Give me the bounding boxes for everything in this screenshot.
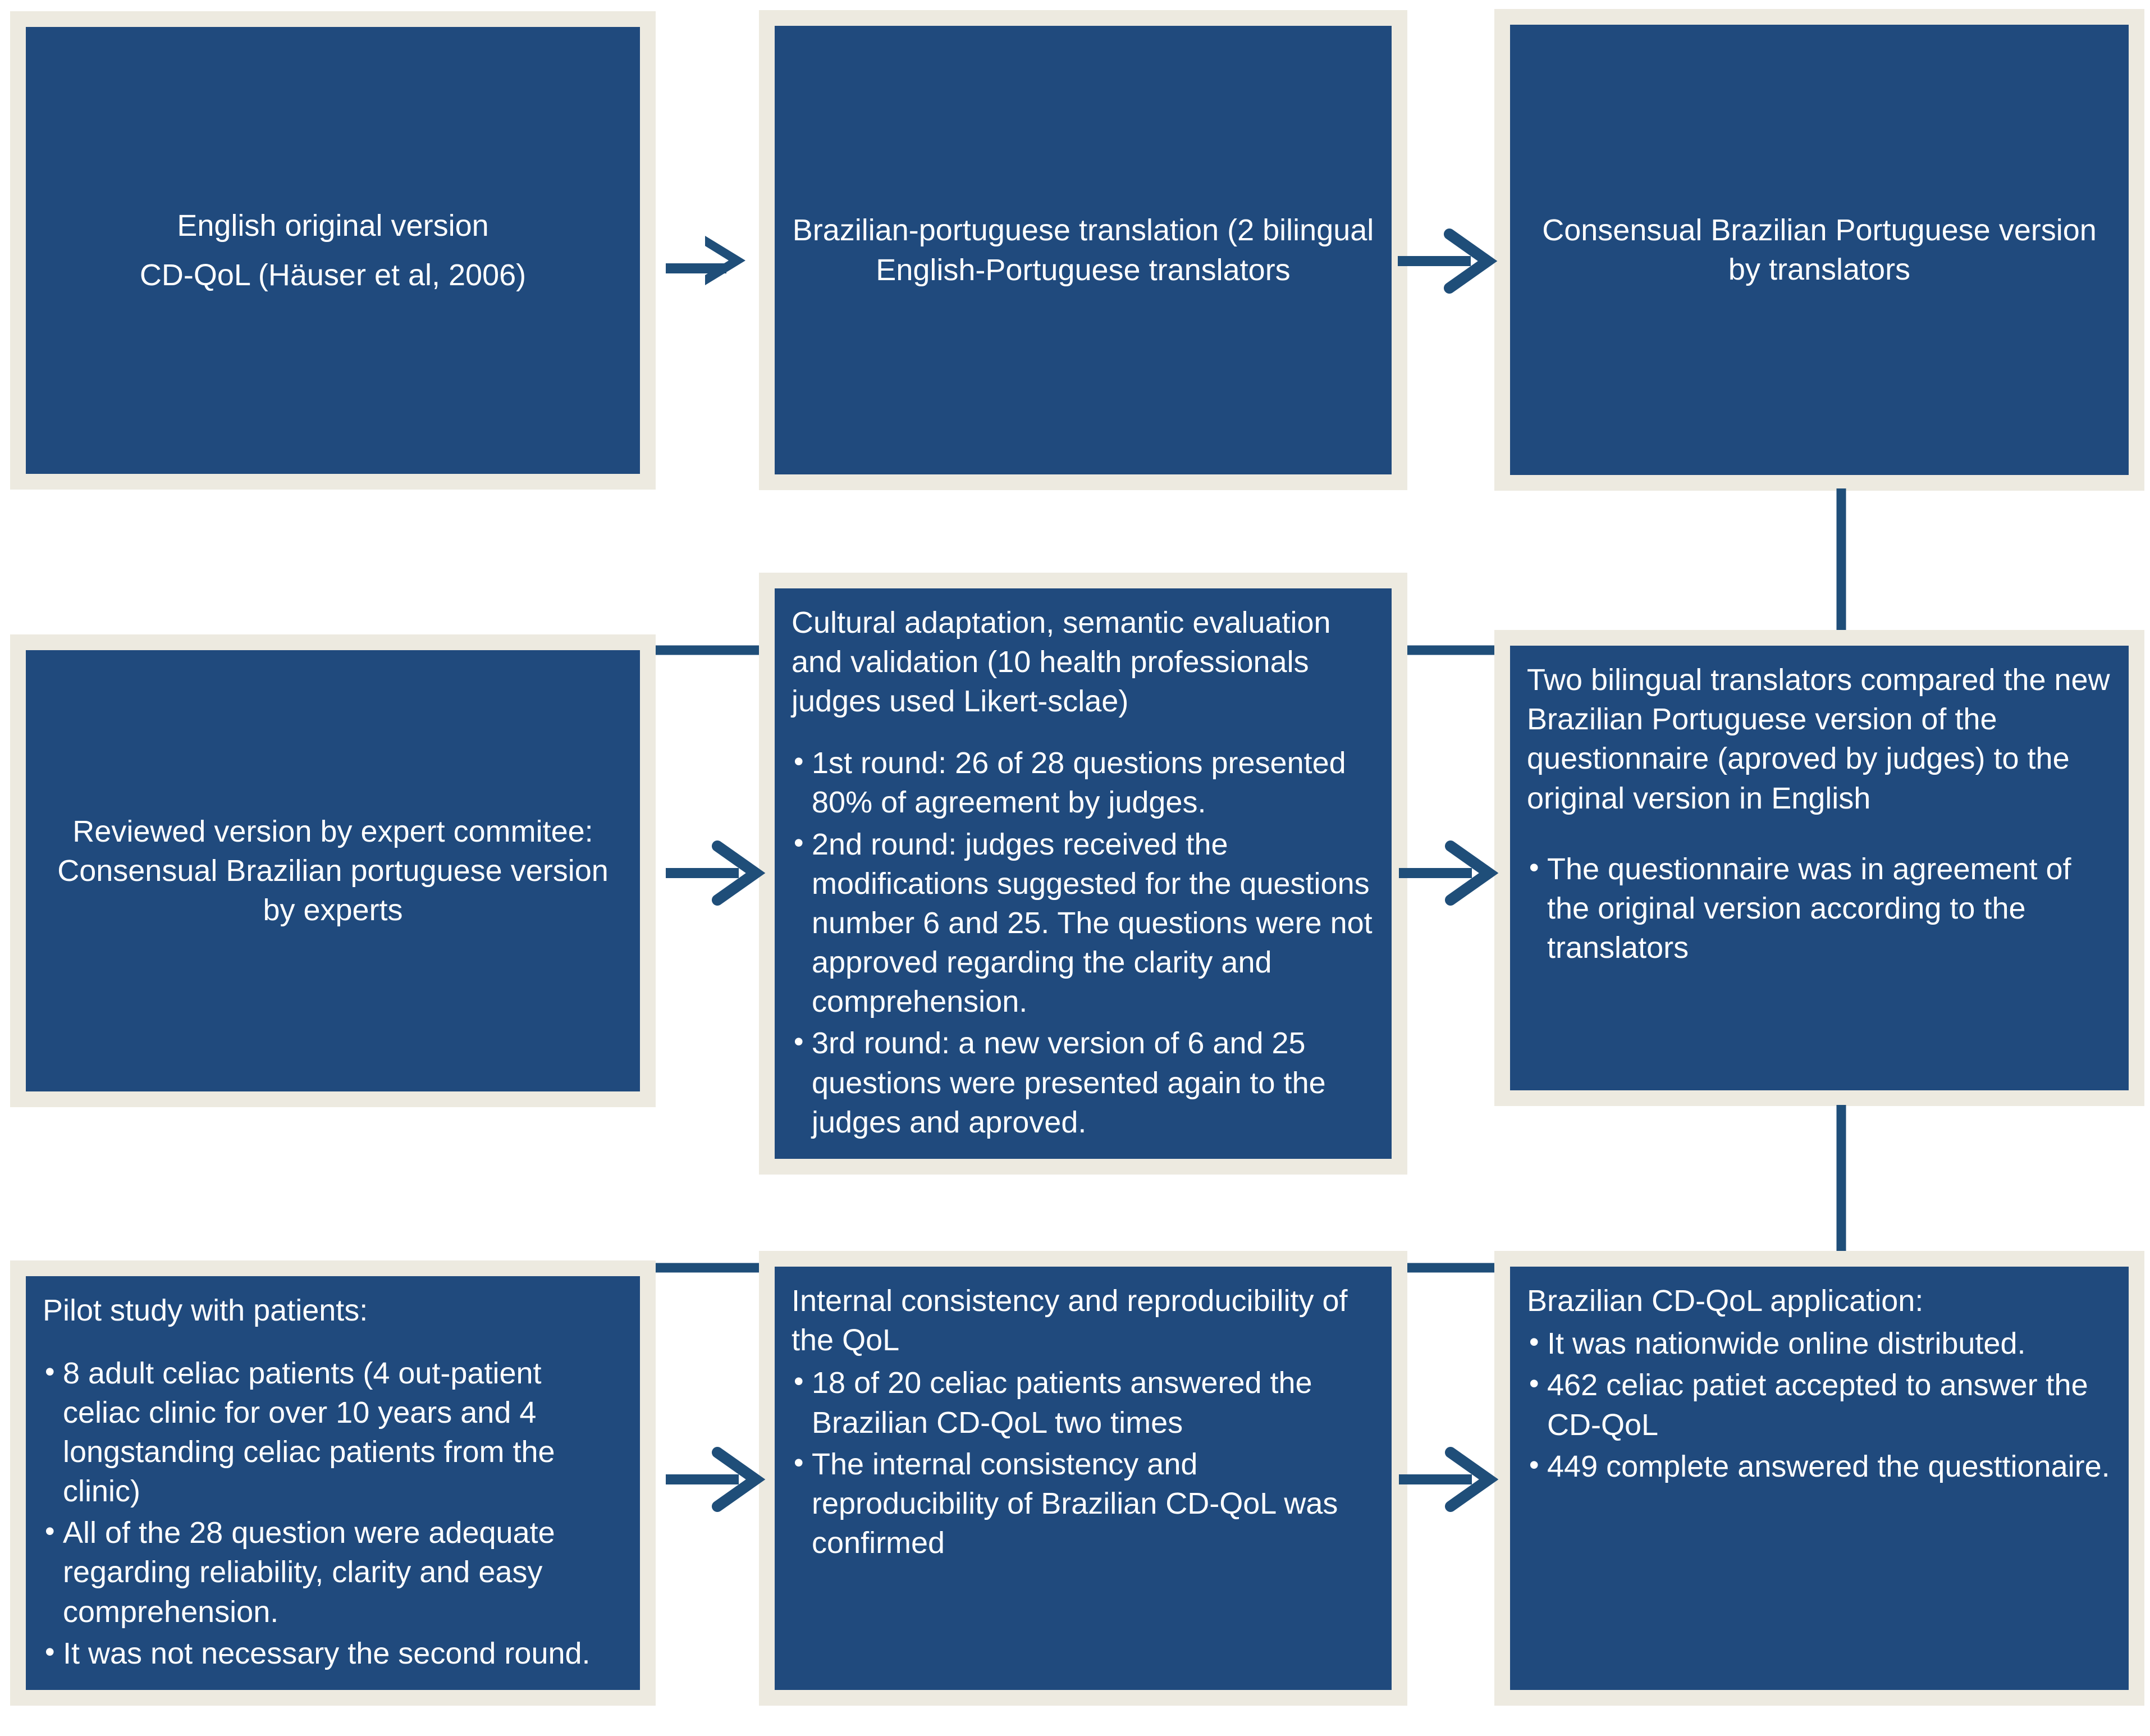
- node-brazilian-cd-qol-application[interactable]: Brazilian CD-QoL application: It was nat…: [1494, 1251, 2144, 1706]
- bullet-list: 18 of 20 celiac patients answered the Br…: [792, 1363, 1375, 1565]
- list-item: The questionnaire was in agreement of th…: [1527, 849, 2112, 968]
- arrow-r1-c1-to-c2: [666, 236, 745, 285]
- node-two-bilingual-translators-compared[interactable]: Two bilingual translators compared the n…: [1494, 630, 2144, 1106]
- spacer: [792, 725, 1375, 744]
- node-body: Reviewed version by expert commitee: Con…: [26, 650, 640, 1091]
- node-english-original-version[interactable]: English original version CD-QoL (Häuser …: [10, 11, 656, 490]
- node-heading: Brazilian CD-QoL application:: [1527, 1284, 1924, 1318]
- list-item: 8 adult celiac patients (4 out-patient c…: [43, 1354, 623, 1511]
- node-cultural-adaptation[interactable]: Cultural adaptation, semantic evaluation…: [759, 573, 1407, 1175]
- list-item: 18 of 20 celiac patients answered the Br…: [792, 1363, 1375, 1442]
- arrow-r2-c1-to-c2: [666, 840, 766, 906]
- node-text-line: Consensual Brazilian Portuguese version …: [1542, 213, 2097, 286]
- node-text-line: CD-QoL (Häuser et al, 2006): [139, 258, 527, 292]
- arrow-r1-c2-to-c3: [1398, 229, 1498, 294]
- node-body: English original version CD-QoL (Häuser …: [26, 27, 640, 474]
- node-heading: Cultural adaptation, semantic evaluation…: [792, 606, 1331, 719]
- node-text-line: English original version: [177, 208, 489, 243]
- arrow-r3-c1-to-c2: [666, 1447, 766, 1512]
- node-text-line: Reviewed version by expert commitee: Con…: [57, 814, 609, 928]
- node-body: Consensual Brazilian Portuguese version …: [1510, 25, 2129, 475]
- node-text-line: Brazilian-portuguese translation (2 bili…: [792, 213, 1374, 287]
- bullet-list: 8 adult celiac patients (4 out-patient c…: [43, 1354, 623, 1676]
- bullet-list: 1st round: 26 of 28 questions presented …: [792, 743, 1375, 1144]
- arrow-r2-c2-to-c3: [1399, 840, 1499, 906]
- node-body: Pilot study with patients: 8 adult celia…: [26, 1276, 640, 1690]
- spacer: [1527, 821, 2112, 849]
- node-brazilian-portuguese-translation[interactable]: Brazilian-portuguese translation (2 bili…: [759, 10, 1407, 490]
- node-heading: Pilot study with patients:: [43, 1294, 368, 1327]
- node-body: Two bilingual translators compared the n…: [1510, 646, 2129, 1090]
- spacer: [43, 1333, 623, 1353]
- list-item: 449 complete answered the questtionaire.: [1527, 1447, 2112, 1486]
- list-item: 462 celiac patiet accepted to answer the…: [1527, 1365, 2112, 1444]
- node-heading: Internal consistency and reproducibility…: [792, 1284, 1348, 1358]
- node-internal-consistency-reproducibility[interactable]: Internal consistency and reproducibility…: [759, 1251, 1407, 1706]
- list-item: It was nationwide online distributed.: [1527, 1324, 2112, 1363]
- list-item: 3rd round: a new version of 6 and 25 que…: [792, 1024, 1375, 1142]
- node-reviewed-version-by-expert-commitee[interactable]: Reviewed version by expert commitee: Con…: [10, 634, 656, 1107]
- node-pilot-study-with-patients[interactable]: Pilot study with patients: 8 adult celia…: [10, 1260, 656, 1706]
- node-body: Internal consistency and reproducibility…: [775, 1267, 1392, 1690]
- bullet-list: It was nationwide online distributed. 46…: [1527, 1324, 2112, 1488]
- node-consensual-version-by-translators[interactable]: Consensual Brazilian Portuguese version …: [1494, 9, 2144, 491]
- arrow-r3-c2-to-c3: [1399, 1447, 1499, 1512]
- node-heading: Two bilingual translators compared the n…: [1527, 663, 2110, 815]
- list-item: 1st round: 26 of 28 questions presented …: [792, 743, 1375, 822]
- list-item: The internal consistency and reproducibi…: [792, 1445, 1375, 1563]
- node-body: Cultural adaptation, semantic evaluation…: [775, 588, 1392, 1159]
- bullet-list: The questionnaire was in agreement of th…: [1527, 849, 2112, 970]
- list-item: 2nd round: judges received the modificat…: [792, 825, 1375, 1022]
- list-item: It was not necessary the second round.: [43, 1634, 623, 1673]
- list-item: All of the 28 question were adequate reg…: [43, 1513, 623, 1632]
- node-body: Brazilian-portuguese translation (2 bili…: [775, 26, 1392, 474]
- node-body: Brazilian CD-QoL application: It was nat…: [1510, 1267, 2129, 1690]
